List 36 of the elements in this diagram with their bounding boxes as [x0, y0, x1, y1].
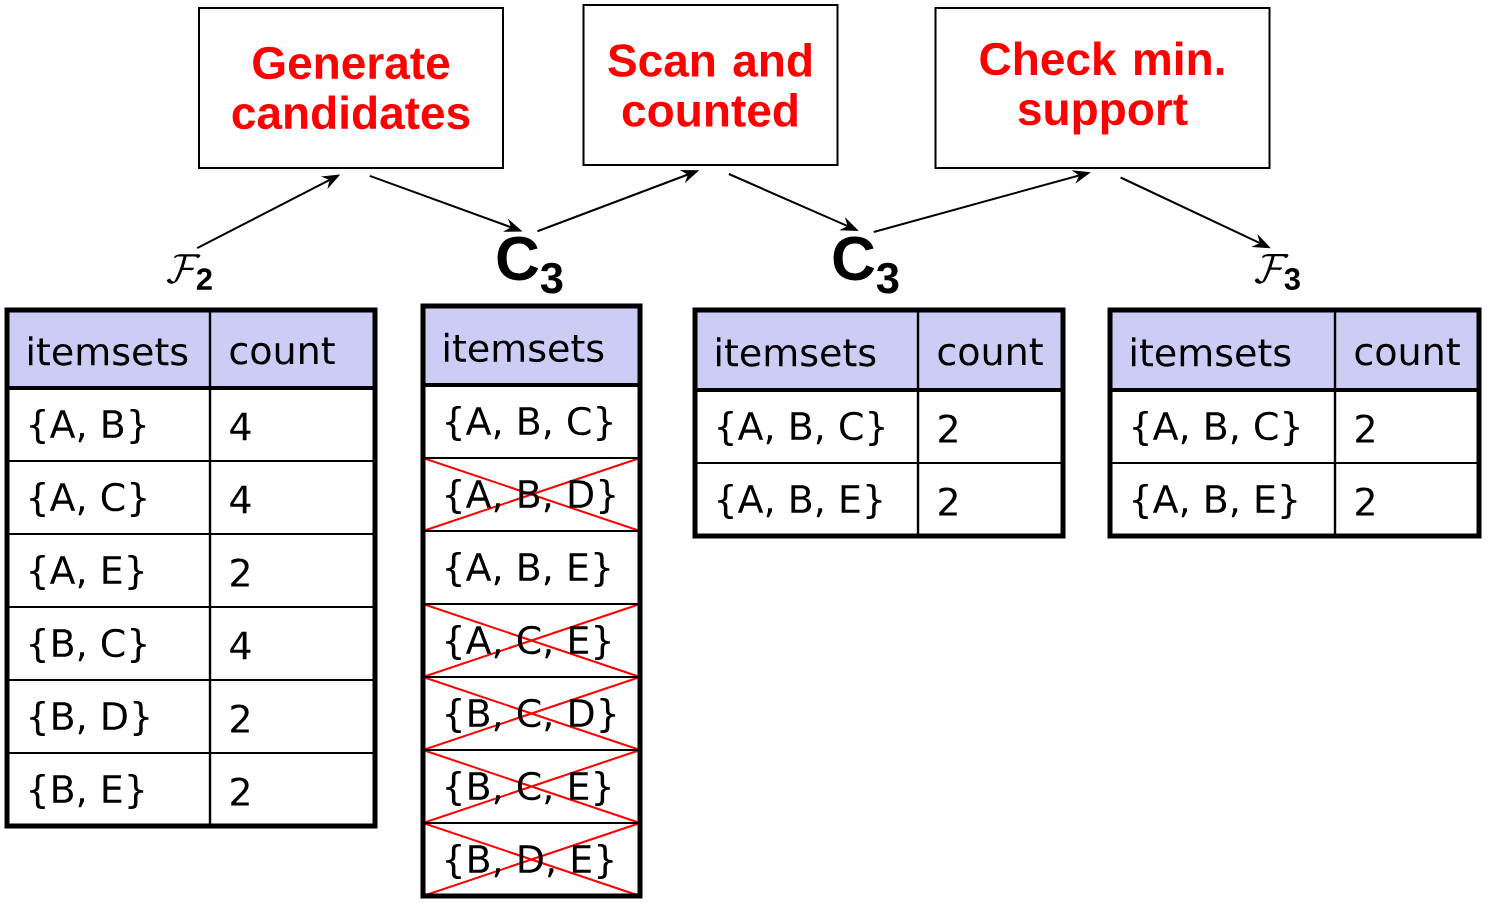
table-cell-text: 2 — [1356, 414, 1374, 443]
column-header: count — [1335, 310, 1479, 390]
column-header: itemsets — [7, 310, 210, 388]
table-cell-text: {A, B} — [30, 408, 146, 444]
table-cell-text: 2 — [939, 487, 957, 516]
column-header: itemsets — [423, 306, 640, 385]
table-cell-text: {A, B, C} — [1133, 410, 1299, 446]
table-cell-text: {A, B, E} — [446, 551, 610, 587]
table-cell-text: {A, B, C} — [446, 405, 612, 441]
table-cell-text: 4 — [230, 412, 251, 441]
table-cell-text: {A, E} — [30, 554, 144, 590]
set-label: C$_{3}$ — [833, 236, 899, 294]
table-cell-text: 4 — [230, 485, 251, 514]
table-cell-text: 2 — [939, 414, 957, 443]
table-cell-text: {A, B, E} — [718, 483, 882, 519]
table-cell-text: {B, C} — [30, 627, 146, 663]
column-header: count — [210, 310, 375, 388]
table-cell-text: 2 — [231, 704, 249, 733]
column-header: itemsets — [1110, 310, 1335, 390]
table-cell-text: {A, C} — [30, 481, 146, 517]
set-label: $\mathcal{F}_{\mathbf{2}}$ — [166, 254, 212, 290]
column-header: count — [918, 310, 1063, 390]
table-cell-text: {B, E} — [30, 773, 144, 809]
table-cell-text: 2 — [1356, 487, 1374, 516]
table-cell-text: {A, B, C} — [718, 410, 884, 446]
table-cell-text: 2 — [231, 777, 249, 806]
process-box: Generate candidates — [198, 7, 504, 169]
column-header: itemsets — [695, 310, 918, 390]
process-box: Scan and counted — [582, 4, 839, 166]
process-box: Check min. support — [934, 7, 1271, 169]
set-label: $\mathcal{F}_{\mathbf{3}}$ — [1254, 254, 1300, 290]
table-cell-text: {A, B, E} — [1133, 483, 1297, 519]
set-label: C$_{3}$ — [497, 236, 563, 294]
table-cell-text: {B, D} — [30, 700, 149, 736]
table-cell-text: 2 — [231, 558, 249, 587]
table-cell-text: 4 — [230, 631, 251, 660]
